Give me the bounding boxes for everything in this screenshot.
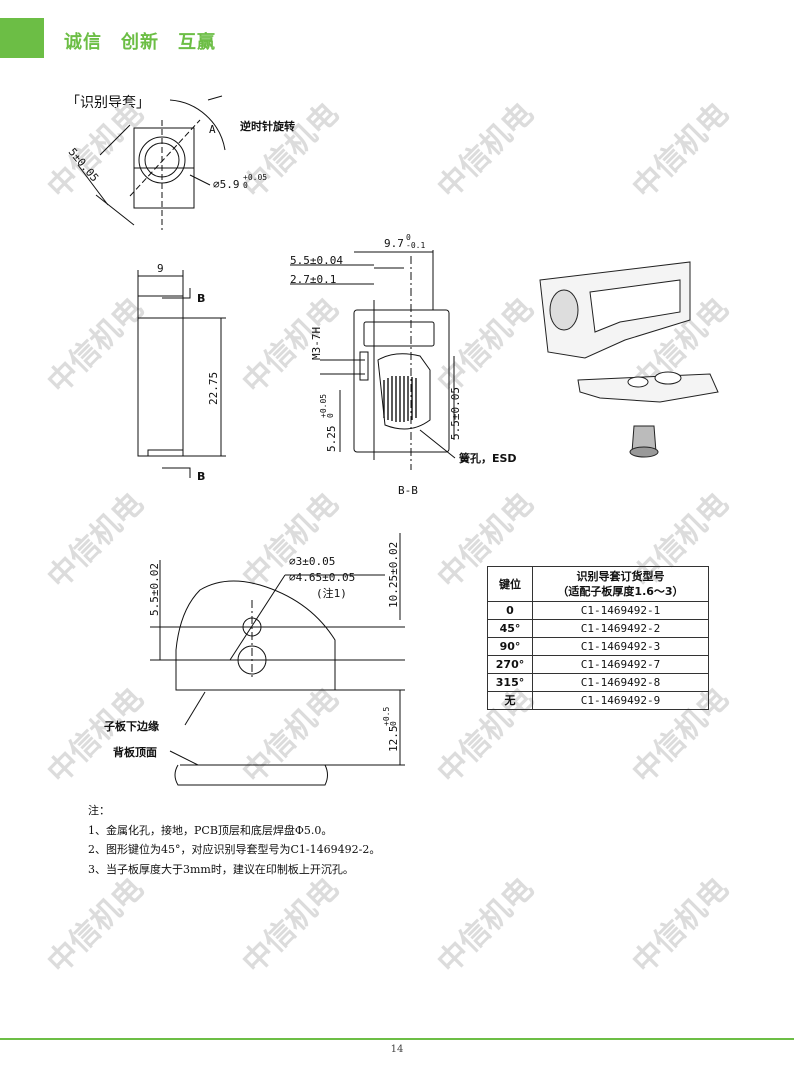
- side-view-drawing: [137, 270, 226, 478]
- col-model-header: 识别导套订货型号 （适配子板厚度1.6～3）: [532, 566, 709, 602]
- model-cell: C1-1469492-3: [532, 637, 709, 656]
- section-dim-4-tol-lower: 0: [326, 413, 335, 418]
- right-dimension: 10.25±0.02: [387, 542, 400, 608]
- table-row: 270° C1-1469492-7: [487, 655, 709, 674]
- model-cell: C1-1469492-8: [532, 673, 709, 692]
- key-cell: 45°: [487, 619, 533, 638]
- col-key-header: 键位: [487, 566, 533, 602]
- watermark: 中信机电: [236, 871, 346, 981]
- section-dim-3: 5.5±0.05: [449, 387, 462, 440]
- key-cell: 315°: [487, 673, 533, 692]
- note-item: 3、当子板厚度大于3mm时，建议在印制板上开沉孔。: [88, 862, 354, 876]
- table-row: 无 C1-1469492-9: [487, 691, 709, 710]
- section-dim-1: 5.5±0.04: [290, 254, 343, 267]
- note-item: 1、金属化孔，接地，PCB顶层和底层焊盘Φ5.0。: [88, 823, 333, 837]
- section-mark-bottom: B: [197, 470, 205, 483]
- watermark: 中信机电: [626, 871, 736, 981]
- key-cell: 90°: [487, 637, 533, 656]
- watermark: 中信机电: [236, 291, 346, 401]
- watermark: 中信机电: [431, 871, 541, 981]
- table-row: 0 C1-1469492-1: [487, 601, 709, 620]
- section-view-drawing: [290, 250, 456, 470]
- key-cell: 无: [487, 691, 533, 710]
- model-cell: C1-1469492-9: [532, 691, 709, 710]
- col-model-line1: 识别导套订货型号: [576, 570, 665, 583]
- watermark: 中信机电: [236, 681, 346, 791]
- hole-label: 簧孔，ESD: [459, 451, 517, 465]
- backplane-label: 背板顶面: [113, 745, 157, 759]
- left-dimension: 5.5±0.02: [148, 563, 161, 616]
- side-height-dimension: 22.75: [207, 372, 220, 405]
- bottom-tol-lower: 0: [389, 721, 398, 726]
- key-cell: 0: [487, 601, 533, 620]
- watermark: 中信机电: [626, 96, 736, 206]
- spring-coil: [383, 376, 417, 422]
- footer-divider: [0, 1038, 794, 1040]
- section-mark-top: B: [197, 292, 205, 305]
- watermark: 中信机电: [41, 291, 151, 401]
- angle-label: A: [209, 123, 216, 136]
- bottom-dimension: 12.5: [387, 726, 400, 753]
- overall-dimension: 9.7: [384, 237, 404, 250]
- brand-tab: [0, 18, 44, 58]
- overall-tol-lower: -0.1: [406, 241, 425, 250]
- table-row: 315° C1-1469492-8: [487, 673, 709, 692]
- watermark: 中信机电: [41, 871, 151, 981]
- watermark: 中信机电: [431, 291, 541, 401]
- notes-block: 注： 1、金属化孔，接地，PCB顶层和底层焊盘Φ5.0。 2、图形键位为45°，…: [88, 801, 380, 879]
- section-dim-4: 5.25: [325, 426, 338, 453]
- side-width-dimension: 9: [157, 262, 164, 275]
- diameter-tol-lower: 0: [243, 181, 248, 190]
- watermark: 中信机电: [431, 96, 541, 206]
- diameter-tol-upper: +0.05: [243, 173, 267, 182]
- section-dim-2: 2.7±0.1: [290, 273, 336, 286]
- top-view-drawing: [77, 95, 226, 230]
- bottom-tol-upper: +0.5: [382, 707, 391, 726]
- model-cell: C1-1469492-2: [532, 619, 709, 638]
- hole2-dimension: ⌀4.65±0.05: [289, 571, 355, 584]
- thread-label: M3-7H: [310, 327, 323, 360]
- table-row: 90° C1-1469492-3: [487, 637, 709, 656]
- section-caption: B-B: [398, 484, 418, 497]
- key-cell: 270°: [487, 655, 533, 674]
- note-reference: (注1): [316, 586, 347, 600]
- order-table: 键位 识别导套订货型号 （适配子板厚度1.6～3） 0 C1-1469492-1…: [487, 566, 709, 710]
- table-header-row: 键位 识别导套订货型号 （适配子板厚度1.6～3）: [487, 566, 709, 602]
- table-row: 45° C1-1469492-2: [487, 619, 709, 638]
- watermark: 中信机电: [41, 486, 151, 596]
- watermark: 中信机电: [236, 96, 346, 206]
- col-model-line2: （适配子板厚度1.6～3）: [557, 585, 684, 598]
- section-title: 「识别导套」: [66, 95, 150, 111]
- overall-tol-upper: 0: [406, 233, 411, 242]
- model-cell: C1-1469492-1: [532, 601, 709, 620]
- rotation-label: 逆时针旋转: [240, 119, 295, 133]
- notes-title: 注：: [88, 804, 110, 817]
- watermark: 中信机电: [41, 681, 151, 791]
- header-slogan: 诚信 创新 互赢: [64, 32, 216, 53]
- hole1-dimension: ⌀3±0.05: [289, 555, 335, 568]
- note-item: 2、图形键位为45°，对应识别导套型号为C1-1469492-2。: [88, 843, 381, 856]
- guide-3d-render: [539, 261, 719, 458]
- model-cell: C1-1469492-7: [532, 655, 709, 674]
- diameter-dimension: ⌀5.9: [213, 178, 240, 191]
- page-number: 14: [390, 1044, 404, 1055]
- edge-label: 子板下边缘: [104, 719, 159, 733]
- pcb-footprint-drawing: [150, 533, 405, 786]
- section-dim-4-tol-upper: +0.05: [319, 394, 328, 418]
